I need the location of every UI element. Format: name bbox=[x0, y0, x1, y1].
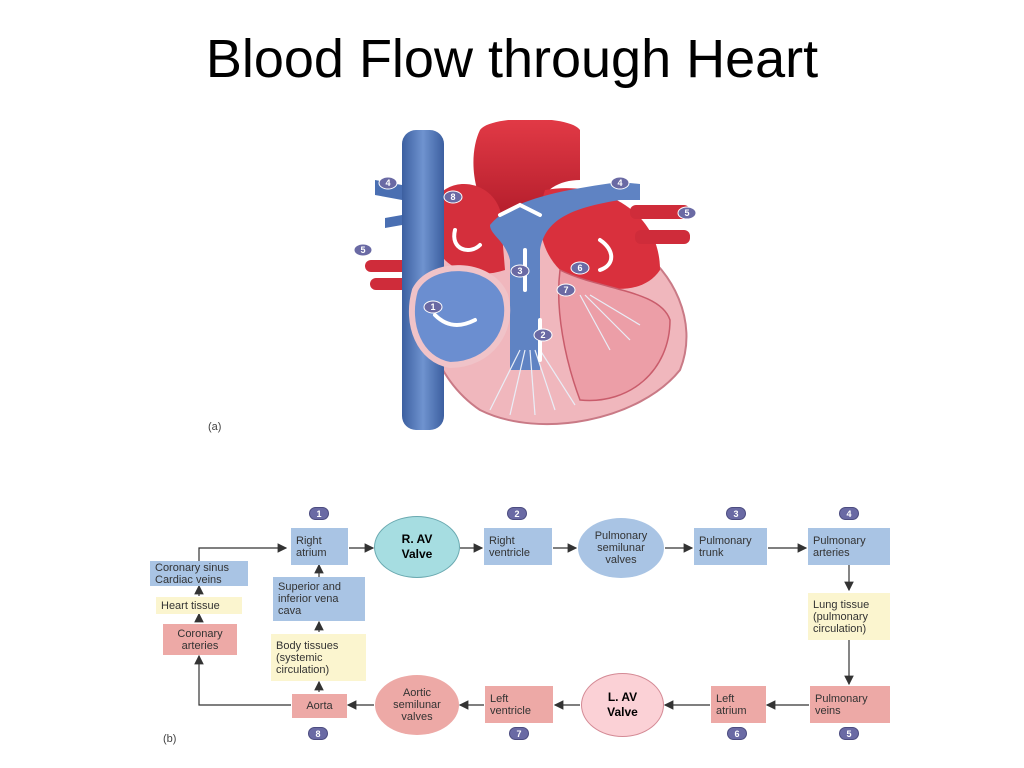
node-lung-tissue: Lung tissue (pulmonary circulation) bbox=[808, 593, 890, 640]
svg-text:4: 4 bbox=[385, 178, 390, 188]
heart-label-4-left: 4 bbox=[378, 176, 398, 190]
svg-text:5: 5 bbox=[684, 208, 689, 218]
heart-label-7: 7 bbox=[556, 283, 576, 297]
node-left-atrium: Left atrium bbox=[711, 686, 766, 723]
svg-text:4: 4 bbox=[617, 178, 622, 188]
figure-caption-a: (a) bbox=[208, 421, 222, 433]
node-pulmonary-trunk: Pulmonary trunk bbox=[694, 528, 767, 565]
svg-text:2: 2 bbox=[540, 330, 545, 340]
step-badge-5: 5 bbox=[839, 727, 859, 740]
step-badge-2: 2 bbox=[507, 507, 527, 520]
node-pulmonary-arteries: Pulmonary arteries bbox=[808, 528, 890, 565]
heart-label-5-left: 5 bbox=[353, 243, 373, 257]
step-badge-1: 1 bbox=[309, 507, 329, 520]
node-right-atrium: Right atrium bbox=[291, 528, 348, 565]
svg-text:8: 8 bbox=[450, 192, 455, 202]
heart-label-6: 6 bbox=[570, 261, 590, 275]
heart-label-2: 2 bbox=[533, 328, 553, 342]
node-vena-cava: Superior and inferior vena cava bbox=[273, 577, 365, 621]
heart-illustration: 4 4 5 5 8 3 6 7 1 2 bbox=[353, 120, 697, 430]
svg-text:5: 5 bbox=[360, 245, 365, 255]
node-left-ventricle: Left ventricle bbox=[485, 686, 553, 723]
node-coronary-sinus: Coronary sinus Cardiac veins bbox=[150, 561, 248, 586]
heart-label-8: 8 bbox=[443, 190, 463, 204]
node-coronary-arteries: Coronary arteries bbox=[163, 624, 237, 655]
heart-label-4-right: 4 bbox=[610, 176, 630, 190]
right-atrium bbox=[408, 265, 511, 369]
node-r-av-valve: R. AV Valve bbox=[374, 516, 460, 578]
step-badge-6: 6 bbox=[727, 727, 747, 740]
step-badge-3: 3 bbox=[726, 507, 746, 520]
node-aortic-semilunar-valves: Aortic semilunar valves bbox=[375, 675, 459, 735]
heart-label-5-right: 5 bbox=[677, 206, 697, 220]
node-right-ventricle: Right ventricle bbox=[484, 528, 552, 565]
step-badge-8: 8 bbox=[308, 727, 328, 740]
aorta-arch bbox=[473, 120, 580, 215]
svg-text:1: 1 bbox=[430, 302, 435, 312]
svg-text:6: 6 bbox=[577, 263, 582, 273]
pulmonary-trunk bbox=[490, 182, 640, 370]
left-ventricle bbox=[557, 268, 671, 402]
page-title: Blood Flow through Heart bbox=[205, 29, 819, 89]
node-l-av-valve: L. AV Valve bbox=[581, 673, 664, 737]
node-pulmonary-veins: Pulmonary veins bbox=[810, 686, 890, 723]
aorta-root bbox=[435, 183, 505, 274]
heart-label-3: 3 bbox=[510, 264, 530, 278]
node-pulmonary-semilunar-valves: Pulmonary semilunar valves bbox=[578, 518, 664, 578]
node-aorta: Aorta bbox=[292, 694, 347, 718]
node-body-tissues: Body tissues (systemic circulation) bbox=[271, 634, 366, 681]
figure-caption-b: (b) bbox=[163, 733, 177, 745]
node-heart-tissue: Heart tissue bbox=[156, 597, 242, 614]
step-badge-7: 7 bbox=[509, 727, 529, 740]
heart-label-1: 1 bbox=[423, 300, 443, 314]
svg-text:7: 7 bbox=[563, 285, 568, 295]
svg-text:3: 3 bbox=[517, 266, 522, 276]
step-badge-4: 4 bbox=[839, 507, 859, 520]
